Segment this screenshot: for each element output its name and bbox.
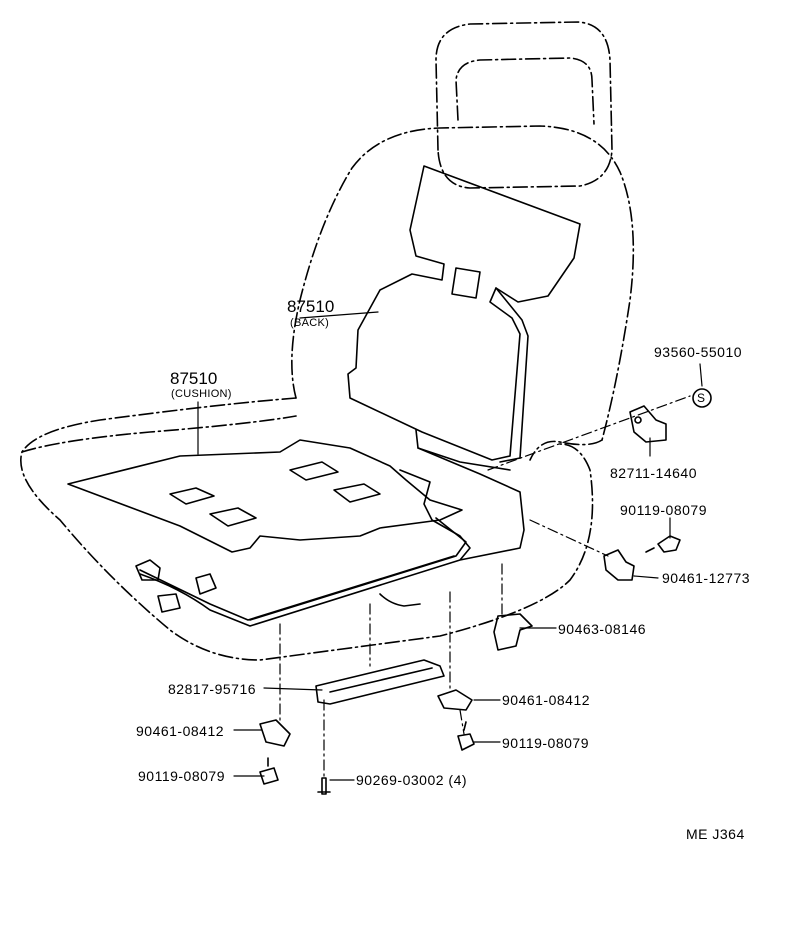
wire-harness (139, 447, 525, 627)
s-mark-text: S (697, 391, 706, 405)
label-90119-a: 90119-08079 (620, 502, 707, 518)
s-mark-circle (692, 388, 712, 408)
seat-back-side-panel (529, 439, 603, 461)
connector-left-1 (135, 559, 161, 581)
bolt-90119-a (645, 535, 681, 553)
clip-90461-08412-right (437, 689, 473, 711)
back-heater-window (451, 267, 481, 299)
bracket-82711 (629, 405, 667, 443)
connector-left-2 (157, 593, 181, 613)
callout-lines (197, 311, 703, 781)
label-82711: 82711-14640 (610, 465, 697, 481)
label-back-note: (BACK) (290, 317, 330, 329)
back-heater-element (347, 165, 581, 461)
cushion-heater-tab-4 (333, 483, 381, 503)
screw-90269 (317, 777, 331, 795)
cushion-rail (379, 593, 421, 607)
cushion-heater-tab-3 (289, 461, 339, 481)
label-cushion-note: (CUSHION) (171, 388, 232, 400)
label-90269: 90269-03002 (4) (356, 772, 468, 788)
label-93560: 93560-55010 (654, 344, 743, 360)
label-90461-12773: 90461-12773 (662, 570, 751, 586)
seat-back-outline (291, 125, 635, 441)
cushion-front-edge (21, 415, 297, 453)
cushion-heater-tab-2 (209, 507, 257, 527)
bracket-82817 (315, 659, 445, 705)
wire-harness-2 (249, 517, 467, 621)
bracket-90463 (493, 613, 533, 651)
label-cushion-part: 87510 (170, 369, 218, 388)
cushion-heater-tab-1 (169, 487, 215, 505)
leader-lines (279, 395, 691, 779)
label-90461-08412-right: 90461-08412 (502, 692, 591, 708)
cushion-heater-element (67, 439, 463, 553)
back-heater-lead (415, 287, 529, 471)
label-90461-08412-left: 90461-08412 (136, 723, 225, 739)
label-90463: 90463-08146 (558, 621, 647, 637)
seat-cushion-outline (20, 397, 594, 661)
bolt-90119-c (259, 757, 279, 785)
label-90119-c: 90119-08079 (138, 768, 225, 784)
headrest-outline (435, 21, 613, 189)
label-90119-b: 90119-08079 (502, 735, 589, 751)
clip-90461-12773 (603, 549, 635, 581)
headrest-inner-line (455, 57, 595, 125)
label-back-part: 87510 (287, 297, 335, 316)
connector-left-3 (195, 573, 217, 595)
bolt-90119-b (457, 721, 475, 751)
clip-90461-08412-left (259, 719, 291, 747)
label-82817: 82817-95716 (168, 681, 257, 697)
diagram-code: ME J364 (686, 826, 745, 842)
